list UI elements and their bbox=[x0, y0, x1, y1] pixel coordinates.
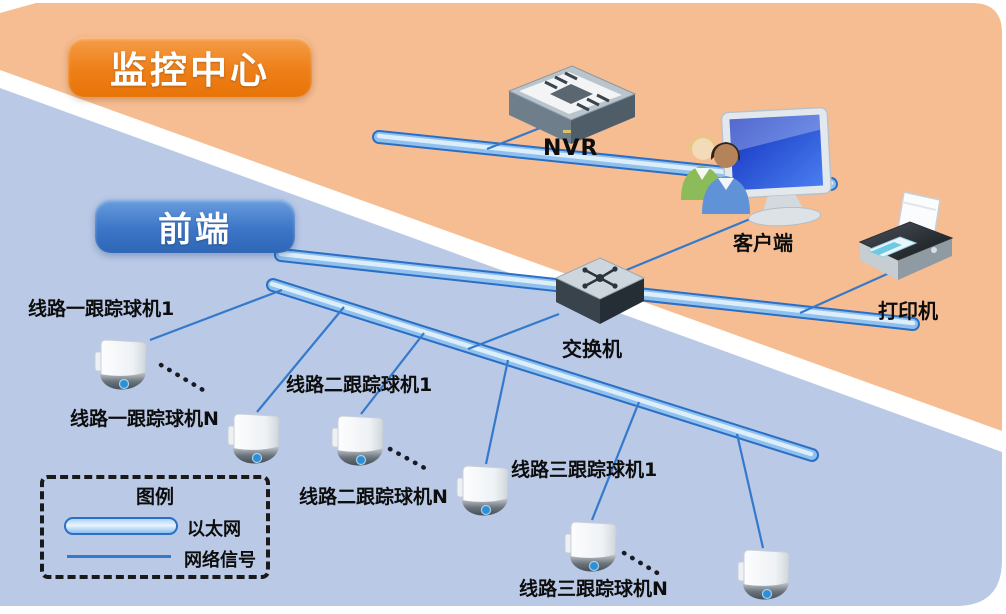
camera-line2-n-label: 线路二跟踪球机N bbox=[299, 486, 448, 508]
link-camera-l1cn bbox=[256, 306, 345, 413]
ethernet-tube-frontend bbox=[266, 278, 819, 462]
camera-line3-1-label: 线路三跟踪球机1 bbox=[511, 459, 658, 481]
printer-icon bbox=[858, 191, 954, 280]
monitoring-center-zone bbox=[0, 3, 1002, 431]
legend-ethernet-label: 以太网 bbox=[187, 519, 241, 540]
ethernet-sample-icon bbox=[64, 517, 178, 535]
switch-device bbox=[552, 256, 648, 330]
continuation-dots-line1 bbox=[158, 362, 206, 393]
nvr-icon bbox=[507, 65, 637, 144]
link-camera-l2c1 bbox=[360, 332, 425, 415]
camera-line3-n-label: 线路三跟踪球机N bbox=[519, 578, 668, 600]
link-camera-l2cn bbox=[484, 359, 510, 465]
monitoring-center-badge: 监控中心 bbox=[68, 37, 312, 97]
link-client-switch bbox=[623, 215, 756, 273]
network-signal-sample-icon bbox=[67, 555, 171, 558]
client-device bbox=[666, 106, 838, 238]
printer-device bbox=[852, 190, 960, 298]
client-label: 客户端 bbox=[733, 231, 793, 255]
link-camera-l3c1 bbox=[590, 401, 641, 521]
switch-icon bbox=[554, 257, 646, 324]
switch-label: 交换机 bbox=[562, 337, 622, 361]
link-switch-frontend bbox=[467, 312, 560, 351]
link-camera-l1c1 bbox=[149, 288, 283, 342]
link-nvr bbox=[486, 126, 541, 151]
link-camera-l3cn bbox=[735, 433, 765, 549]
printer-label: 打印机 bbox=[878, 299, 938, 323]
camera-line1-n-label: 线路一跟踪球机N bbox=[70, 408, 219, 430]
camera-line1-1-label: 线路一跟踪球机1 bbox=[28, 298, 175, 320]
front-end-badge: 前端 bbox=[95, 199, 295, 253]
continuation-dots-line3 bbox=[621, 550, 667, 580]
legend-signal-label: 网络信号 bbox=[184, 550, 256, 571]
nvr-device bbox=[505, 64, 640, 148]
legend-title: 图例 bbox=[135, 486, 174, 508]
continuation-dots-line2 bbox=[387, 446, 433, 474]
client-icon bbox=[681, 106, 832, 227]
camera-line2-1-label: 线路二跟踪球机1 bbox=[286, 374, 433, 396]
legend-box: 图例 以太网 网络信号 bbox=[40, 475, 270, 579]
nvr-label: NVR bbox=[543, 136, 599, 161]
